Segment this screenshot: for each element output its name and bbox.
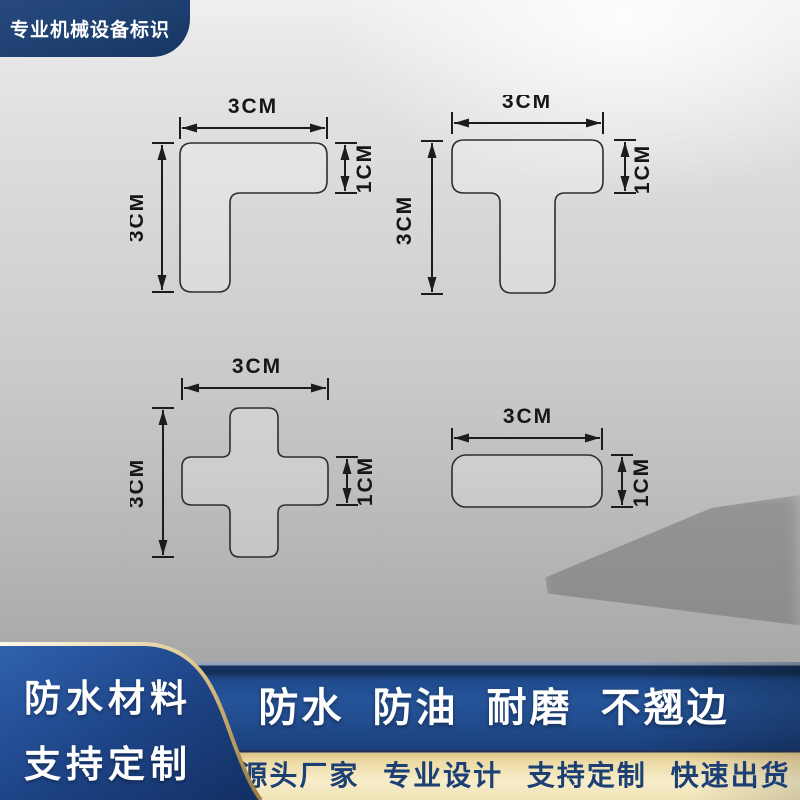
strip-shape-thickness-dimension: 1CM bbox=[611, 454, 653, 508]
service-bar-text: 源头厂家 专业设计 支持定制 快速出货 bbox=[239, 760, 791, 791]
strip-shape-width-label: 3CM bbox=[503, 405, 553, 428]
cross-shape-width-dimension: 3CM bbox=[181, 355, 329, 400]
cross-shape-width-label: 3CM bbox=[232, 355, 282, 378]
strip-shape-outline bbox=[451, 454, 603, 508]
l-shape-thickness-label: 1CM bbox=[353, 143, 376, 193]
side-panel-gold-trim bbox=[0, 642, 263, 800]
diagram-strip-shape: 3CM 1CM bbox=[451, 405, 653, 508]
side-panel-line1: 防水材料 bbox=[24, 678, 192, 719]
l-shape-thickness-dimension: 1CM bbox=[335, 142, 376, 194]
l-shape-width-dimension: 3CM bbox=[179, 95, 328, 139]
cross-shape-height-dimension: 3CM bbox=[130, 407, 174, 558]
t-shape-thickness-dimension: 1CM bbox=[614, 139, 654, 194]
t-shape-outline bbox=[451, 139, 604, 294]
side-panel-background bbox=[0, 645, 260, 800]
cross-shape-outline bbox=[181, 407, 329, 558]
t-shape-width-dimension: 3CM bbox=[451, 95, 604, 134]
side-panel-shape bbox=[0, 642, 263, 800]
t-shape-height-dimension: 3CM bbox=[395, 140, 443, 295]
promo-banner: 专业机械设备标识 bbox=[0, 0, 190, 57]
t-shape-thickness-label: 1CM bbox=[631, 144, 654, 194]
strip-shape-thickness-label: 1CM bbox=[630, 457, 653, 507]
l-shape-width-label: 3CM bbox=[228, 95, 278, 118]
t-shape-width-label: 3CM bbox=[502, 95, 552, 113]
diagram-l-shape: 3CM 3CM 1CM bbox=[130, 95, 376, 293]
feature-bar-text: 防水 防油 耐磨 不翘边 bbox=[258, 686, 730, 730]
l-shape-outline bbox=[179, 142, 328, 293]
cross-shape-thickness-dimension: 1CM bbox=[336, 456, 377, 506]
diagram-t-shape: 3CM 3CM 1CM bbox=[395, 95, 654, 295]
l-shape-height-dimension: 3CM bbox=[130, 142, 174, 293]
promo-banner-title: 专业机械设备标识 bbox=[10, 20, 171, 41]
l-shape-height-label: 3CM bbox=[130, 192, 148, 242]
diagram-cross-shape: 3CM 3CM 1CM bbox=[130, 355, 377, 558]
side-panel-line2: 支持定制 bbox=[24, 744, 192, 785]
strip-shape-width-dimension: 3CM bbox=[451, 405, 603, 450]
cross-shape-height-label: 3CM bbox=[130, 458, 148, 508]
t-shape-height-label: 3CM bbox=[395, 195, 416, 245]
cross-shape-thickness-label: 1CM bbox=[354, 456, 377, 506]
